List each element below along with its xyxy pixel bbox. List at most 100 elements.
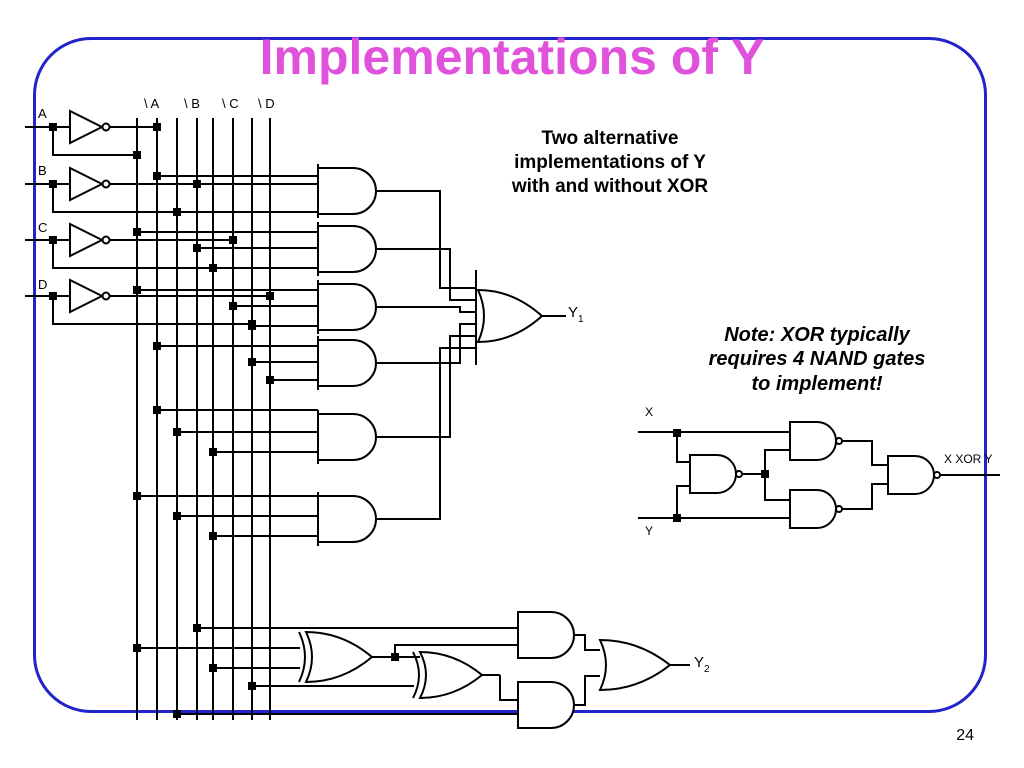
junction-dot: [133, 644, 141, 652]
xor-cost-note-line: to implement!: [751, 372, 883, 395]
wire: [376, 323, 476, 364]
alternatives-note-line: with and without XOR: [511, 175, 709, 197]
inverter-gate: [69, 222, 105, 258]
wire: [839, 440, 888, 466]
xor-gate: [418, 650, 484, 700]
and-gate: [789, 489, 837, 529]
wire: [52, 127, 137, 156]
wire: [839, 483, 888, 510]
inverter-gate: [69, 166, 105, 202]
wire: [764, 474, 790, 501]
wire: [499, 675, 518, 701]
inversion-bubble: [933, 471, 941, 479]
inversion-bubble: [101, 179, 111, 189]
junction-dot: [133, 492, 141, 500]
xor-cost-note-line: requires 4 NAND gates: [708, 348, 926, 371]
input-label-c: C: [38, 220, 47, 235]
junction-dot: [266, 292, 274, 300]
wire: [376, 306, 476, 313]
and-gate: [317, 225, 377, 273]
output-y2-subscript: 2: [704, 664, 710, 675]
and-gate: [517, 611, 575, 659]
output-y1-label: Y1: [568, 304, 584, 325]
junction-dot: [173, 428, 181, 436]
and-gate: [887, 455, 935, 495]
junction-dot: [133, 228, 141, 236]
and-gate: [317, 413, 377, 461]
junction-dot: [229, 302, 237, 310]
alternatives-note: Two alternative implementations of Y wit…: [470, 127, 750, 198]
junction-dot: [173, 208, 181, 216]
junction-dot: [49, 180, 57, 188]
junction-dot: [209, 264, 217, 272]
wire: [376, 190, 476, 289]
xor-input-x-label: X: [645, 405, 653, 419]
and-gate: [689, 454, 737, 494]
junction-dot: [248, 358, 256, 366]
inversion-bubble: [835, 505, 843, 513]
junction-dot: [173, 710, 181, 718]
junction-dot: [209, 664, 217, 672]
alternatives-note-line: Two alternative: [541, 128, 679, 149]
input-label-d: D: [38, 277, 47, 292]
junction-dot: [673, 514, 681, 522]
junction-dot: [209, 532, 217, 540]
or-gate: [476, 288, 544, 344]
page-number: 24: [956, 727, 974, 744]
and-gate: [317, 339, 377, 387]
and-gate: [517, 681, 575, 729]
junction-dot: [391, 653, 399, 661]
input-label-b: B: [38, 163, 47, 178]
wire: [52, 240, 213, 269]
junction-dot: [133, 151, 141, 159]
output-y2-label: Y2: [694, 654, 710, 675]
junction-dot: [761, 470, 769, 478]
inversion-bubble: [101, 291, 111, 301]
xor-input-y-label: Y: [645, 524, 653, 538]
junction-dot: [673, 429, 681, 437]
wire: [376, 347, 476, 520]
wire: [676, 433, 690, 463]
or-gate: [598, 638, 672, 692]
output-y1-name: Y: [568, 304, 578, 321]
bus-label-not-c: \ C: [222, 96, 239, 111]
slide-frame: [33, 37, 987, 713]
and-gate: [789, 421, 837, 461]
wire: [676, 485, 690, 518]
junction-dot: [248, 682, 256, 690]
junction-dot: [229, 236, 237, 244]
inversion-bubble: [101, 122, 111, 132]
wire: [52, 184, 177, 213]
junction-dot: [266, 376, 274, 384]
junction-dot: [193, 244, 201, 252]
and-gate: [317, 495, 377, 543]
junction-dot: [153, 123, 161, 131]
junction-dot: [49, 123, 57, 131]
bus-label-not-a: \ A: [144, 96, 160, 111]
output-y1-subscript: 1: [578, 314, 584, 325]
junction-dot: [209, 448, 217, 456]
gates: [69, 109, 941, 729]
inversion-bubble: [101, 235, 111, 245]
slide-title: Implementations of Y: [259, 29, 765, 85]
junction-dot: [248, 322, 256, 330]
xor-input-curve: [412, 651, 420, 699]
inverter-gate: [69, 278, 105, 314]
junction-dot: [133, 286, 141, 294]
junction-dot: [173, 512, 181, 520]
wire: [52, 296, 252, 325]
input-label-a: A: [38, 106, 47, 121]
xor-gate: [304, 630, 374, 684]
junction-dot: [153, 172, 161, 180]
bus-label-not-b: \ B: [184, 96, 200, 111]
and-gate: [317, 283, 377, 331]
junction-dot: [193, 180, 201, 188]
junction-dot: [153, 406, 161, 414]
inverter-gate: [69, 109, 105, 145]
wire: [376, 248, 476, 301]
wire: [574, 634, 600, 651]
junction-dots: [49, 123, 769, 718]
junction-dot: [193, 624, 201, 632]
bus-label-not-d: \ D: [258, 96, 275, 111]
